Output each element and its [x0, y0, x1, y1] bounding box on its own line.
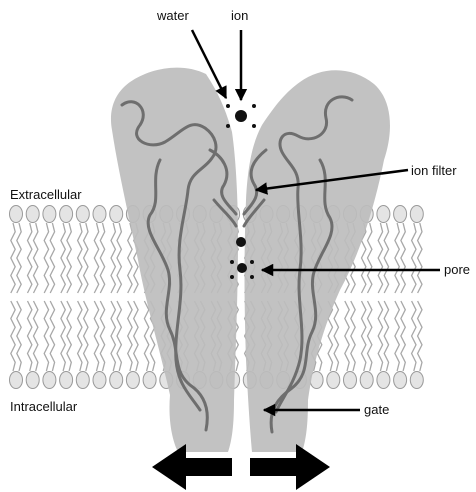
lipid-tail — [334, 301, 338, 371]
water-dot — [230, 275, 234, 279]
protein-left-half — [111, 68, 238, 452]
water-dot — [226, 124, 230, 128]
pore-label: pore — [444, 263, 470, 276]
lipid-tail — [28, 223, 32, 293]
lipid-head — [76, 372, 89, 389]
lipid-head — [143, 372, 156, 389]
lipid-tail — [128, 223, 132, 293]
water-dot — [230, 260, 234, 264]
lipid-head — [344, 372, 357, 389]
lipid-head — [394, 206, 407, 223]
lipid-tail — [401, 223, 405, 293]
lipid-tail — [67, 223, 71, 293]
water-dot — [250, 260, 254, 264]
lipid-tail — [117, 223, 121, 293]
channel-protein — [111, 68, 390, 452]
lipid-tail — [378, 223, 382, 293]
lipid-tail — [67, 301, 71, 371]
lipid-head — [26, 372, 39, 389]
lipid-tail — [50, 223, 54, 293]
water-dot — [226, 104, 230, 108]
lipid-head — [60, 372, 73, 389]
lipid-head — [110, 372, 123, 389]
lipid-tail — [61, 301, 65, 371]
lipid-tail — [144, 301, 148, 371]
water-dot — [252, 104, 256, 108]
lipid-tail — [78, 223, 82, 293]
ion-in-pore-upper — [236, 237, 246, 247]
ion-entering — [235, 110, 247, 122]
lipid-tail — [84, 223, 88, 293]
lipid-head — [43, 206, 56, 223]
lipid-tail — [384, 223, 388, 293]
lipid-head — [10, 372, 23, 389]
lipid-head — [76, 206, 89, 223]
water-dot — [250, 275, 254, 279]
lipid-tail — [100, 301, 104, 371]
lipid-tail — [34, 223, 38, 293]
ion-in-pore-lower — [237, 263, 247, 273]
lipid-tail — [418, 223, 422, 293]
lipid-head — [377, 206, 390, 223]
lipid-head — [410, 372, 423, 389]
lipid-tail — [84, 301, 88, 371]
lipid-tail — [11, 301, 15, 371]
lipid-tail — [134, 301, 138, 371]
lipid-tail — [28, 301, 32, 371]
lipid-tail — [111, 301, 115, 371]
lipid-tail — [78, 301, 82, 371]
lipid-tail — [17, 301, 21, 371]
lipid-tail — [362, 301, 366, 371]
lipid-tail — [11, 223, 15, 293]
lipid-head — [60, 206, 73, 223]
lipid-tail — [34, 301, 38, 371]
lipid-tail — [395, 223, 399, 293]
lipid-tail — [368, 223, 372, 293]
lipid-head — [93, 206, 106, 223]
lipid-tail — [17, 223, 21, 293]
lipid-tail — [412, 223, 416, 293]
lipid-head — [394, 372, 407, 389]
ion-label: ion — [231, 9, 248, 22]
lipid-tail — [61, 223, 65, 293]
lipid-head — [126, 372, 139, 389]
lipid-tail — [100, 223, 104, 293]
lipid-tail — [412, 301, 416, 371]
lipid-head — [377, 372, 390, 389]
lipid-tail — [117, 301, 121, 371]
lipid-tail — [368, 301, 372, 371]
gate-label: gate — [364, 403, 389, 416]
lipid-tail — [44, 223, 48, 293]
lipid-tail — [351, 301, 355, 371]
lipid-tail — [401, 301, 405, 371]
lipid-tail — [128, 301, 132, 371]
water-dot — [252, 124, 256, 128]
lipid-tail — [378, 301, 382, 371]
intracellular-label: Intracellular — [10, 400, 77, 413]
lipid-head — [360, 372, 373, 389]
lipid-tail — [44, 301, 48, 371]
lipid-head — [26, 206, 39, 223]
lipid-tail — [94, 301, 98, 371]
lipid-head — [327, 372, 340, 389]
ion-filter-label: ion filter — [411, 164, 457, 177]
lipid-tail — [345, 301, 349, 371]
lipid-head — [93, 372, 106, 389]
lipid-head — [43, 372, 56, 389]
lipid-head — [10, 206, 23, 223]
lipid-tail — [418, 301, 422, 371]
water-label: water — [157, 9, 189, 22]
lipid-tail — [50, 301, 54, 371]
lipid-head — [410, 206, 423, 223]
extracellular-label: Extracellular — [10, 188, 82, 201]
lipid-tail — [111, 223, 115, 293]
lipid-tail — [384, 301, 388, 371]
lipid-tail — [94, 223, 98, 293]
lipid-tail — [395, 301, 399, 371]
lipid-head — [110, 206, 123, 223]
gate-opening-arrows — [152, 444, 330, 490]
